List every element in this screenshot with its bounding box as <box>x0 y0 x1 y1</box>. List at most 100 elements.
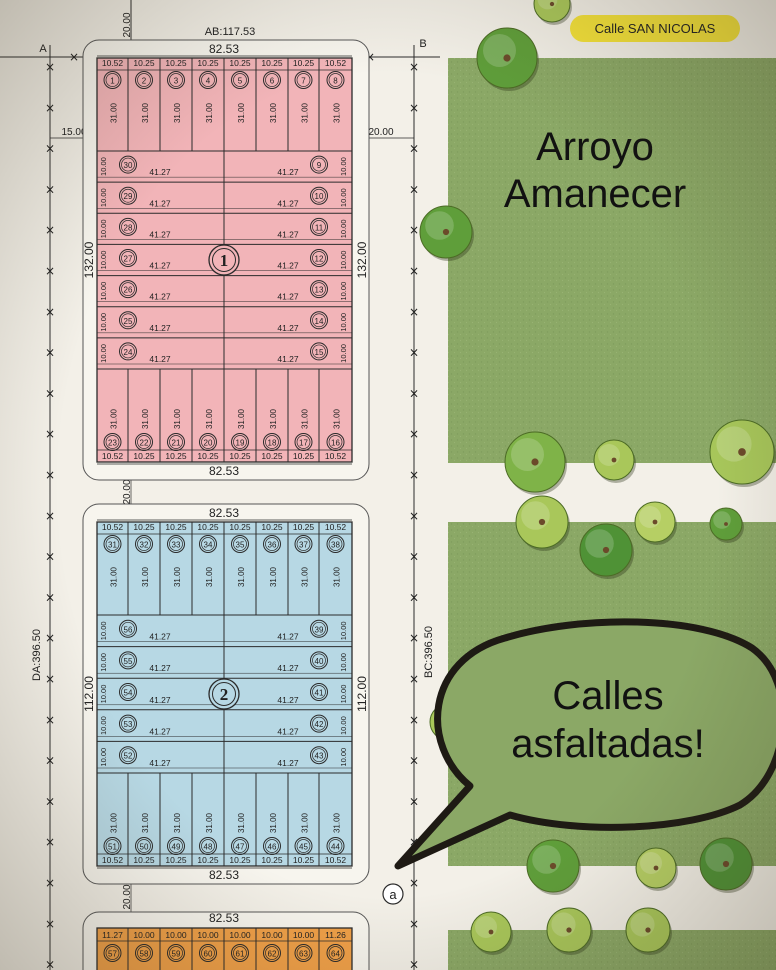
lot-depth-label: 31.00 <box>333 102 342 123</box>
boundary-marker: × <box>45 876 55 890</box>
lot-number-label: 20 <box>204 439 213 448</box>
lot-number: 49 <box>167 837 185 855</box>
lot-number: 43 <box>310 746 328 765</box>
lot-number-label: 42 <box>315 720 324 729</box>
street-width-label: 20.00 <box>122 884 133 909</box>
tree-icon <box>419 205 474 261</box>
lot-number: 33 <box>167 535 185 553</box>
lot-number-label: 10 <box>315 192 324 201</box>
lot-width-label: 10.00 <box>99 344 108 363</box>
lot-width-label: 10.25 <box>197 522 219 532</box>
side-bc-label: BC:396.50 <box>423 626 435 678</box>
lot-number-label: 14 <box>315 317 324 326</box>
lot-number: 23 <box>103 433 122 451</box>
lot-width-label: 10.00 <box>293 930 315 940</box>
lot-length-label: 41.27 <box>149 261 171 271</box>
lot-width-label: 11.27 <box>102 930 123 940</box>
boundary-marker: × <box>45 182 55 196</box>
lot-width-label: 10.25 <box>229 451 251 461</box>
lot-number: 35 <box>231 535 249 553</box>
boundary-marker: × <box>409 305 419 319</box>
lot-depth-label: 31.00 <box>110 408 119 429</box>
boundary-marker: × <box>45 427 55 441</box>
lot-length-label: 41.27 <box>277 198 299 208</box>
point-a-label: a <box>389 887 397 902</box>
block-bottom-length: 82.53 <box>209 464 239 478</box>
lot-depth-label: 31.00 <box>301 566 310 587</box>
lot-number: 2 <box>135 71 153 89</box>
lot-number-label: 15 <box>315 348 324 357</box>
lot-number-label: 19 <box>236 439 245 448</box>
lot-length-label: 41.27 <box>277 323 299 333</box>
lot-number: 57 <box>103 944 122 962</box>
lot-width-label: 10.00 <box>339 685 348 704</box>
boundary-marker: × <box>409 60 419 74</box>
lot-width-label: 10.00 <box>339 716 348 735</box>
boundary-marker: × <box>45 142 55 156</box>
lot-width-label: 10.00 <box>99 748 108 767</box>
tree-icon <box>625 907 672 955</box>
boundary-marker: × <box>409 876 419 890</box>
boundary-marker: × <box>409 631 419 645</box>
lot-number: 47 <box>231 837 249 855</box>
lot-number: 36 <box>263 535 281 553</box>
lot-width-label: 10.00 <box>339 251 348 270</box>
lot-number: 8 <box>326 71 345 89</box>
boundary-marker: × <box>409 427 419 441</box>
lot-depth-label: 31.00 <box>110 102 119 123</box>
boundary-marker: × <box>45 386 55 400</box>
lot-length-label: 41.27 <box>277 695 299 705</box>
grass-area-north <box>448 58 776 463</box>
lot-length-label: 41.27 <box>149 229 171 239</box>
lot-number: 42 <box>310 714 328 733</box>
tree-icon <box>709 507 744 543</box>
block-bottom-length: 82.53 <box>209 868 239 882</box>
block-top-length: 82.53 <box>209 506 239 520</box>
point-a-marker: a <box>382 883 404 905</box>
lot-number: 5 <box>231 71 249 89</box>
lot-depth-label: 31.00 <box>173 812 182 833</box>
lot-width-label: 10.25 <box>197 855 219 865</box>
boundary-marker: × <box>365 50 375 64</box>
lot-number: 28 <box>119 217 137 236</box>
lot-width-label: 10.00 <box>99 653 108 672</box>
lot-depth-label: 31.00 <box>333 408 342 429</box>
lot-depth-label: 31.00 <box>301 102 310 123</box>
lot-number-label: 13 <box>315 286 324 295</box>
lot-number: 3 <box>167 71 185 89</box>
tree-icon <box>504 431 567 495</box>
lot-number-label: 9 <box>317 161 322 170</box>
lot-number: 61 <box>231 944 249 962</box>
lot-length-label: 41.27 <box>149 198 171 208</box>
boundary-marker: × <box>409 713 419 727</box>
lot-length-label: 41.27 <box>277 229 299 239</box>
lot-number: 58 <box>135 944 153 962</box>
lot-width-label: 10.25 <box>261 451 283 461</box>
lot-width-label: 10.25 <box>261 58 283 68</box>
lot-number-label: 12 <box>315 255 324 264</box>
lot-number: 29 <box>119 186 137 205</box>
lot-number-label: 26 <box>124 286 133 295</box>
lot-depth-label: 31.00 <box>333 812 342 833</box>
boundary-marker: × <box>45 346 55 360</box>
lot-number-label: 2 <box>142 77 147 86</box>
lot-width-label: 10.25 <box>261 522 283 532</box>
lot-depth-label: 31.00 <box>301 408 310 429</box>
lot-number-label: 55 <box>124 657 133 666</box>
lot-width-label: 10.00 <box>339 219 348 238</box>
tree-icon <box>635 847 678 891</box>
lot-width-label: 10.25 <box>229 855 251 865</box>
lot-length-label: 41.27 <box>149 663 171 673</box>
lot-length-label: 41.27 <box>149 758 171 768</box>
lot-number: 53 <box>119 714 137 733</box>
lot-width-label: 10.00 <box>99 621 108 640</box>
lot-number: 7 <box>294 71 313 89</box>
lot-number-label: 37 <box>299 541 308 550</box>
lot-width-label: 10.25 <box>229 522 251 532</box>
speech-bubble <box>394 618 776 870</box>
boundary-marker: × <box>45 305 55 319</box>
lot-number-label: 27 <box>124 255 133 264</box>
lot-width-label: 10.25 <box>293 855 315 865</box>
boundary-marker: × <box>409 386 419 400</box>
lot-number-label: 54 <box>124 689 133 698</box>
